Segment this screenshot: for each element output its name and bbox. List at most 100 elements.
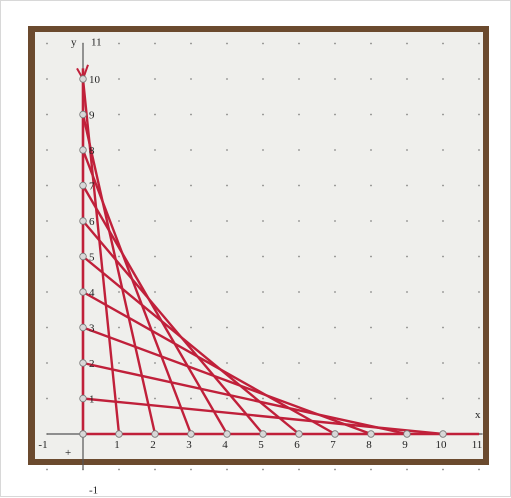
x-tick-label: 6: [294, 439, 300, 451]
string-line: [81, 113, 157, 436]
grid-dot: [406, 220, 408, 222]
grid-dot: [190, 397, 192, 400]
grid-dot: [262, 113, 264, 116]
grid-dot: [262, 42, 264, 45]
grid-dot: [190, 468, 192, 471]
y-tick-label: 8: [89, 145, 95, 157]
grid-dot: [226, 149, 228, 151]
grid-dot: [190, 113, 192, 116]
grid-dot: [334, 326, 336, 329]
grid-dot: [190, 184, 192, 187]
x-tick-label: 11: [472, 439, 483, 451]
grid-dot: [442, 326, 444, 329]
grid-dot: [262, 362, 264, 364]
grid-dot: [478, 42, 480, 45]
grid-dot: [46, 220, 48, 222]
grid-dot: [406, 78, 408, 80]
grid-dot: [46, 362, 48, 364]
grid-dot: [190, 42, 192, 45]
grid-dot: [46, 468, 48, 471]
grid-dot: [118, 113, 120, 116]
pin: [439, 430, 447, 438]
pin: [79, 394, 87, 403]
grid-dot: [298, 362, 300, 364]
x-tick-label: 2: [150, 439, 156, 451]
grid-dot: [226, 113, 228, 116]
grid-dot: [298, 397, 300, 400]
string-lines: [76, 64, 479, 436]
string-line: [81, 184, 229, 436]
grid-dot: [46, 78, 48, 80]
y-tick-label: 1: [89, 394, 95, 406]
string-line: [81, 361, 409, 436]
grid-dot: [370, 220, 372, 222]
pin: [295, 430, 303, 438]
grid-dot: [406, 255, 408, 258]
grid-dot: [298, 78, 300, 80]
pin: [79, 217, 87, 225]
grid-dot: [118, 362, 120, 364]
paper-sheet: [35, 32, 483, 459]
grid-dot: [478, 397, 480, 400]
x-tick-label: 3: [186, 439, 192, 451]
pin: [79, 359, 87, 367]
pin: [79, 288, 87, 296]
grid-dot: [298, 255, 300, 258]
grid-dot: [334, 362, 336, 364]
grid-dot: [478, 113, 480, 116]
pin: [187, 430, 195, 438]
grid-dot: [406, 326, 408, 329]
y-tick-label: 10: [89, 74, 101, 86]
grid-dot: [190, 149, 192, 151]
grid-dot: [478, 78, 480, 80]
grid-dot: [226, 42, 228, 45]
grid-dot: [226, 78, 228, 80]
grid-dot: [46, 326, 48, 329]
grid-dot: [334, 291, 336, 293]
y-tick-label: 4: [89, 287, 95, 299]
grid-dot: [478, 326, 480, 329]
grid-dot: [370, 113, 372, 116]
grid-dot: [370, 397, 372, 400]
grid-dot: [442, 113, 444, 116]
grid-dot: [298, 149, 300, 151]
x-tick-label: 8: [366, 439, 372, 451]
grid-dot: [118, 149, 120, 151]
grid-dot: [262, 184, 264, 187]
grid-dot: [46, 255, 48, 258]
grid-dot: [118, 78, 120, 80]
grid-dot: [442, 291, 444, 293]
grid-dot: [442, 78, 444, 80]
x-tick-label: 4: [222, 439, 228, 451]
grid-dot: [262, 291, 264, 293]
grid-dot: [262, 149, 264, 151]
grid-dot: [154, 468, 156, 471]
grid-dot: [298, 291, 300, 293]
grid-dot: [154, 220, 156, 222]
grid-dot: [370, 326, 372, 329]
x-tick-label: 5: [258, 439, 264, 451]
pins: [79, 75, 447, 438]
grid-dot: [226, 255, 228, 258]
pin: [115, 430, 123, 438]
grid-dot: [298, 220, 300, 222]
pin: [79, 110, 87, 119]
grid-dot: [478, 149, 480, 151]
grid-dot: [118, 220, 120, 222]
x-tick-label: 10: [436, 439, 448, 451]
grid-dot: [442, 468, 444, 471]
grid-dot: [442, 397, 444, 400]
x-tick-label: -1: [38, 439, 47, 451]
y-tick-label: 5: [89, 252, 95, 264]
grid-dot: [478, 468, 480, 471]
grid-dot: [226, 362, 228, 364]
string-line: [81, 290, 337, 436]
grid-dot: [262, 220, 264, 222]
grid-dot: [298, 113, 300, 116]
pin: [79, 181, 87, 190]
pin: [79, 430, 87, 438]
grid-dot: [190, 326, 192, 329]
grid-dot: [334, 255, 336, 258]
grid-dot: [154, 326, 156, 329]
